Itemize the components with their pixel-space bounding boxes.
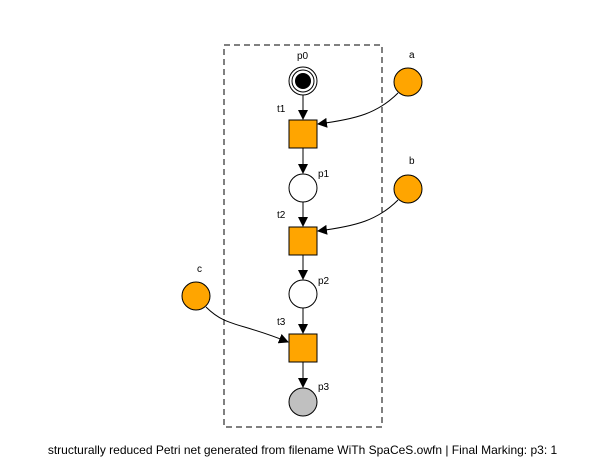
label-t3: t3 xyxy=(277,317,286,328)
transition-t2 xyxy=(288,226,318,256)
label-t1: t1 xyxy=(277,104,286,115)
place-p1 xyxy=(288,173,318,203)
place-p3 xyxy=(288,387,318,417)
place-b xyxy=(393,174,423,204)
label-p3: p3 xyxy=(318,382,330,393)
transition-t3 xyxy=(288,333,318,363)
label-p0: p0 xyxy=(297,51,309,62)
arcs-layer xyxy=(205,92,399,388)
label-a: a xyxy=(409,50,415,61)
arc-c-to-t3 xyxy=(205,306,289,344)
place-p2 xyxy=(288,279,318,309)
arc-b-to-t2 xyxy=(317,199,399,235)
label-c: c xyxy=(197,264,202,275)
diagram-caption: structurally reduced Petri net generated… xyxy=(47,443,558,457)
transition-t1 xyxy=(288,119,318,149)
nodes-layer xyxy=(181,66,423,417)
label-t2: t2 xyxy=(277,210,286,221)
label-b: b xyxy=(409,156,415,167)
labels-layer: p0 p1 p2 p3 a b c t1 t2 t3 xyxy=(197,50,415,393)
arc-a-to-t1 xyxy=(317,92,399,128)
label-p1: p1 xyxy=(318,169,330,180)
label-p2: p2 xyxy=(318,276,330,287)
place-c xyxy=(181,281,211,311)
place-p0-initial-ring xyxy=(291,69,315,93)
token-p0 xyxy=(295,73,311,89)
place-a xyxy=(393,67,423,97)
